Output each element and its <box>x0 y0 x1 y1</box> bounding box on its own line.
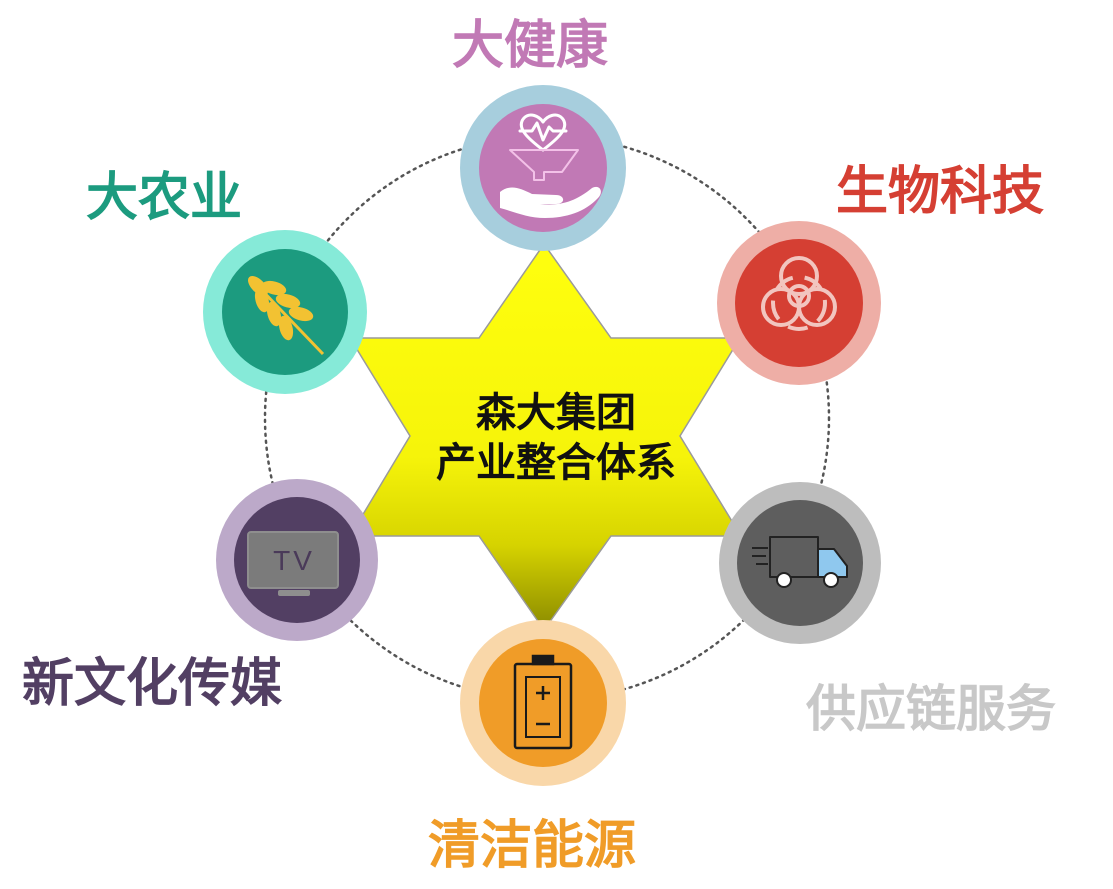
biotech-node[interactable] <box>717 221 881 385</box>
battery-icon <box>513 654 573 750</box>
health-node[interactable] <box>460 85 626 251</box>
wheat-icon <box>248 276 325 356</box>
center-title-line2: 产业整合体系 <box>436 440 676 486</box>
truck-icon <box>752 536 848 588</box>
supply-chain-label: 供应链服务 <box>806 680 1056 738</box>
biotech-label: 生物科技 <box>836 162 1045 222</box>
media-label: 新文化传媒 <box>22 654 283 714</box>
health-label: 大健康 <box>452 16 609 76</box>
agriculture-label: 大农业 <box>86 168 243 228</box>
media-node[interactable]: TV <box>216 479 378 641</box>
agriculture-node[interactable] <box>203 230 367 394</box>
clean-energy-label: 清洁能源 <box>428 816 637 876</box>
center-title-line1: 森大集团 <box>476 390 636 436</box>
tv-icon: TV <box>247 531 339 596</box>
clean-energy-node[interactable] <box>460 620 626 786</box>
hand-heart-icon <box>500 113 601 218</box>
tv-icon-text: TV <box>273 545 315 576</box>
supply-chain-node[interactable] <box>719 482 881 644</box>
biohazard-icon <box>761 256 837 331</box>
center-title: 森大集团 产业整合体系 <box>376 388 736 488</box>
